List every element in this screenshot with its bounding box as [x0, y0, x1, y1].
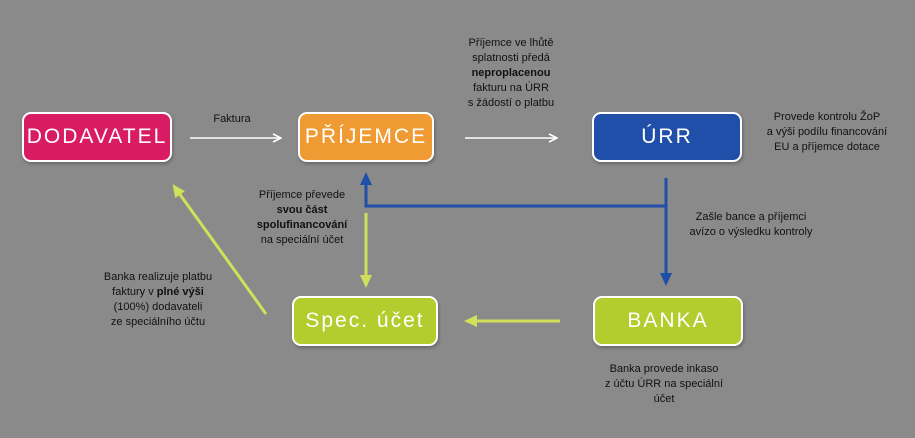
box-dodavatel-label: DODAVATEL [26, 125, 168, 148]
label-line: účet [653, 393, 675, 405]
box-banka-label: BANKA [627, 309, 709, 332]
box-spec-ucet: Spec. účet [292, 296, 438, 346]
label-faktura: Faktura [192, 112, 272, 127]
label-banka-realizuje: Banka realizuje platbu faktury v plné vý… [88, 270, 228, 330]
label-line-bold: neproplacenou [471, 67, 551, 79]
label-line: Provede kontrolu ŽoP [773, 111, 881, 123]
arrow-urr-prijemce [360, 172, 666, 208]
label-faktura-text: Faktura [213, 113, 251, 125]
box-dodavatel: DODAVATEL [22, 112, 172, 162]
label-line-bold: svou část [276, 204, 328, 216]
label-line: s žádostí o platbu [467, 97, 555, 109]
label-line: fakturu na ÚRR [473, 82, 549, 94]
label-line: splatnosti předá [472, 52, 550, 64]
label-line-mixed: faktury v plné výši [88, 285, 228, 300]
label-line: z účtu ÚRR na speciální [605, 378, 723, 390]
label-line: avízo o výsledku kontroly [689, 226, 813, 238]
label-line: Banka realizuje platbu [103, 271, 213, 283]
label-fragment-bold: plné výši [156, 286, 204, 298]
label-zasle-bance: Zašle bance a příjemci avízo o výsledku … [676, 210, 826, 240]
label-line: (100%) dodavateli [113, 301, 203, 313]
label-line: Zašle bance a příjemci [695, 211, 807, 223]
label-banka-provede: Banka provede inkaso z účtu ÚRR na speci… [594, 362, 734, 407]
label-prijemce-urr: Příjemce ve lhůtě splatnosti předá nepro… [446, 36, 576, 111]
box-banka: BANKA [593, 296, 743, 346]
label-line: a výši podílu financování [766, 126, 888, 138]
label-line: Příjemce ve lhůtě [468, 37, 554, 49]
arrow-spec-dodavatel [172, 184, 268, 315]
box-spec-ucet-label: Spec. účet [305, 309, 425, 332]
label-fragment: faktury v [112, 286, 157, 298]
box-prijemce-label: PŘÍJEMCE [304, 125, 428, 148]
box-prijemce: PŘÍJEMCE [298, 112, 434, 162]
box-urr-label: ÚRR [641, 125, 693, 148]
label-line: na speciální účet [260, 234, 344, 246]
label-line-bold: spolufinancování [256, 219, 348, 231]
label-line: EU a příjemce dotace [774, 141, 880, 153]
label-prijemce-prevede: Příjemce převede svou část spolufinancov… [246, 188, 358, 248]
box-urr: ÚRR [592, 112, 742, 162]
label-line: ze speciálního účtu [110, 316, 206, 328]
label-line: Příjemce převede [258, 189, 346, 201]
label-urr-kontrola: Provede kontrolu ŽoP a výši podílu finan… [752, 110, 902, 155]
label-line: Banka provede inkaso [609, 363, 719, 375]
